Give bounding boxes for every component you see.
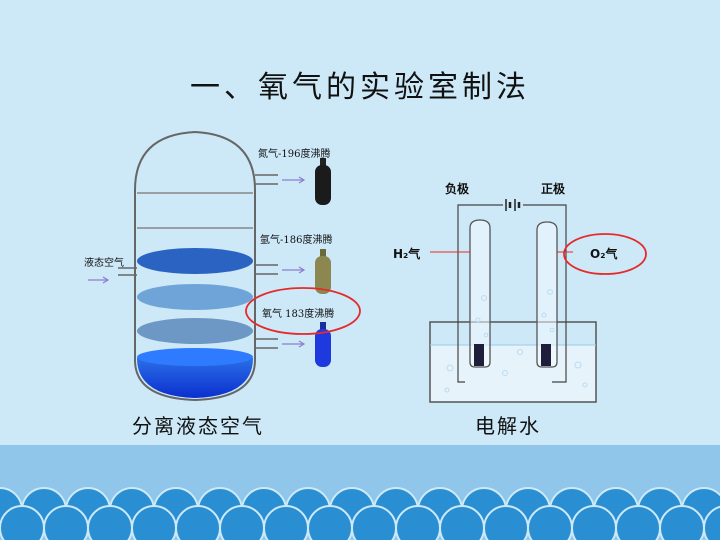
liquid-layer — [137, 348, 253, 366]
water — [430, 345, 596, 401]
o2-gas-label: O₂气 — [590, 247, 618, 261]
liquid-layer — [137, 248, 253, 274]
wave-decoration — [0, 487, 720, 540]
outlet-pipe-middle — [255, 264, 306, 275]
outlet-label-nitrogen: 氮气-196度沸腾 — [258, 149, 331, 160]
tube-hydrogen — [469, 219, 491, 368]
page-title: 一、氧气的实验室制法 — [190, 70, 530, 105]
bottom-liquid — [137, 358, 253, 398]
caption-distillation: 分离液态空气 — [132, 414, 264, 438]
inlet-arrow — [88, 276, 110, 284]
h2-gas-label: H₂气 — [393, 247, 421, 261]
highlight-circle-o2 — [563, 233, 647, 275]
tube-oxygen — [536, 221, 558, 368]
nitrogen-cylinder — [315, 158, 331, 205]
highlight-circle-oxygen — [245, 287, 361, 335]
negative-electrode-label: 负极 — [445, 182, 470, 196]
caption-electrolysis: 电解水 — [475, 414, 541, 438]
oxygen-cylinder — [315, 322, 331, 367]
wave-bump — [703, 505, 720, 540]
outlet-label-oxygen: 氧气 183度沸腾 — [262, 309, 335, 320]
outlet-pipe-top — [255, 174, 306, 185]
column-vessel — [134, 130, 256, 402]
outlet-pipe-bottom — [255, 338, 306, 349]
basin — [429, 321, 597, 403]
electrode-negative — [474, 344, 484, 366]
electrode-positive — [541, 344, 551, 366]
wire-positive — [523, 204, 567, 383]
bubbles — [444, 289, 588, 393]
wire-negative — [457, 204, 503, 383]
outlet-label-argon: 氩气-186度沸腾 — [260, 235, 333, 246]
argon-cylinder — [315, 249, 331, 294]
battery-icon — [505, 199, 521, 211]
liquid-layer — [137, 284, 253, 310]
inlet-label: 液态空气 — [84, 258, 124, 269]
liquid-layer — [137, 318, 253, 344]
positive-electrode-label: 正极 — [541, 182, 566, 196]
